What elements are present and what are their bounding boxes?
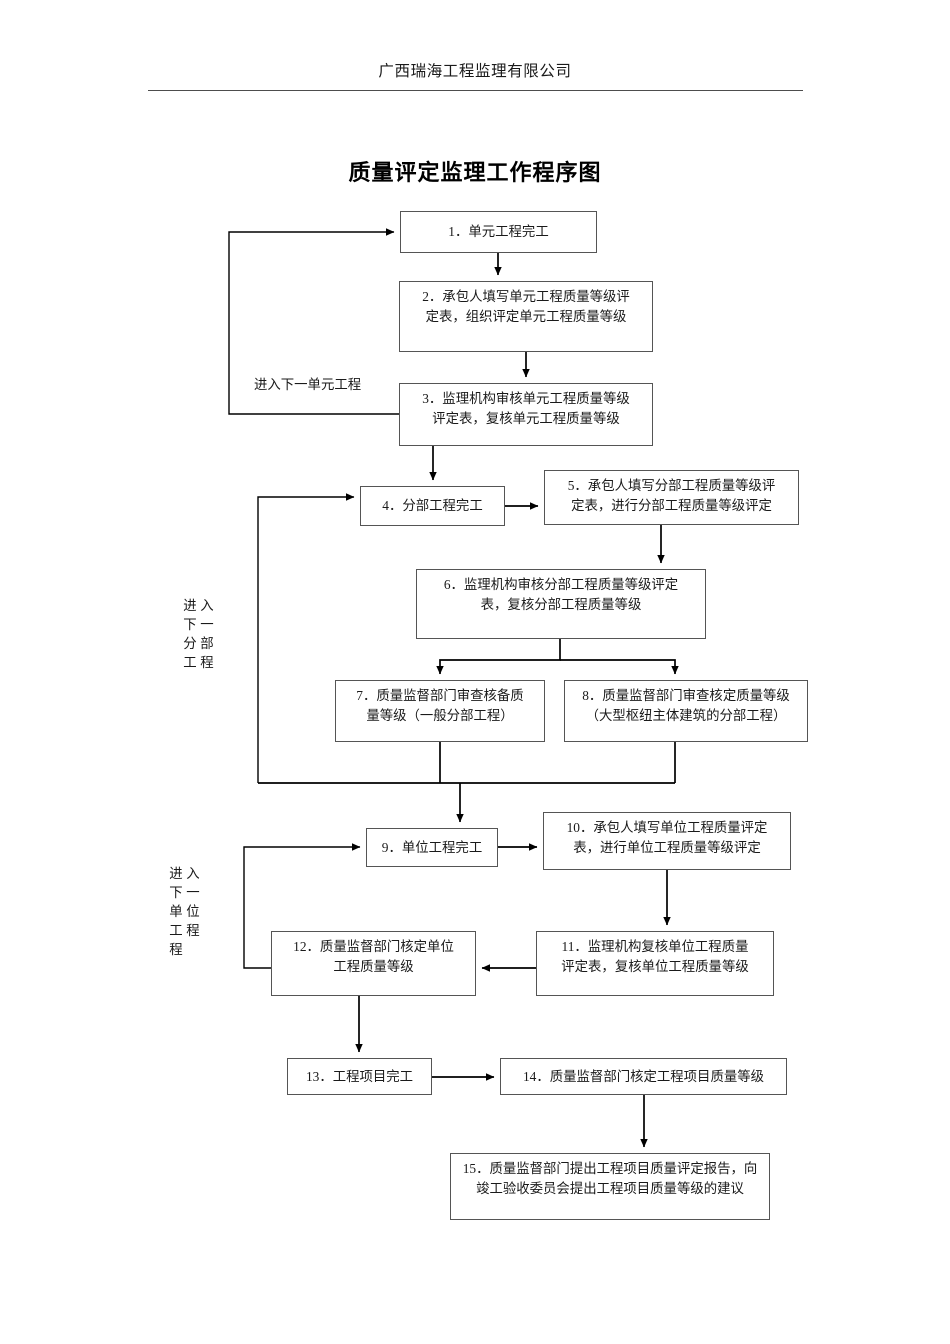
edge-label-next-division-col-right: 入 一 部 程 <box>200 598 214 670</box>
flow-node-1[interactable]: 1．单元工程完工 <box>400 211 597 253</box>
edge-n6-n8 <box>560 659 679 675</box>
flow-node-10[interactable]: 10．承包人填写单位工程质量评定 表，进行单位工程质量等级评定 <box>543 812 791 870</box>
document-header: 广西瑞海工程监理有限公司 <box>0 62 950 82</box>
edge-n3-n1-feedback <box>228 228 399 415</box>
edge-label-next-item-col-right: 入 一 位 程 <box>186 866 200 938</box>
flow-node-14-label: 14．质量监督部门核定工程项目质量等级 <box>522 1068 765 1084</box>
flow-node-8-label: 8．质量监督部门审查核定质量等级 （大型枢纽主体建筑的分部工程） <box>582 688 790 723</box>
flow-node-5[interactable]: 5．承包人填写分部工程质量等级评 定表，进行分部工程质量等级评定 <box>544 470 799 525</box>
flow-node-3-label: 3．监理机构审核单元工程质量等级 评定表，复核单元工程质量等级 <box>422 391 630 426</box>
flow-node-9[interactable]: 9．单位工程完工 <box>366 828 498 867</box>
edge-label-next-division-col-left: 进 下 分 工 <box>183 598 197 670</box>
flow-node-11-label: 11．监理机构复核单位工程质量 评定表，复核单位工程质量等级 <box>561 939 749 974</box>
flow-node-4[interactable]: 4．分部工程完工 <box>360 486 505 526</box>
edge-label-next-division: 入 一 部 程 进 下 分 工 <box>182 596 215 672</box>
edge-n7-n4-feedback <box>257 493 355 783</box>
flow-node-9-label: 9．单位工程完工 <box>381 839 483 855</box>
flow-node-7-label: 7．质量监督部门审查核备质 量等级（一般分部工程） <box>356 688 524 723</box>
flow-node-13[interactable]: 13．工程项目完工 <box>287 1058 432 1095</box>
flow-node-2-label: 2．承包人填写单元工程质量等级评 定表，组织评定单元工程质量等级 <box>422 289 630 324</box>
company-name: 广西瑞海工程监理有限公司 <box>378 63 572 80</box>
flow-node-11[interactable]: 11．监理机构复核单位工程质量 评定表，复核单位工程质量等级 <box>536 931 774 996</box>
flow-node-12[interactable]: 12．质量监督部门核定单位 工程质量等级 <box>271 931 476 996</box>
edge-label-next-item: 入 一 位 程 进 下 单 工 程 <box>168 864 201 959</box>
edge-n6-n7 <box>436 639 561 675</box>
flow-node-14[interactable]: 14．质量监督部门核定工程项目质量等级 <box>500 1058 787 1095</box>
edge-n12-n9-feedback <box>243 843 361 969</box>
flow-node-5-label: 5．承包人填写分部工程质量等级评 定表，进行分部工程质量等级评定 <box>567 478 776 513</box>
flow-node-13-label: 13．工程项目完工 <box>305 1068 414 1084</box>
flow-node-6-label: 6．监理机构审核分部工程质量等级评定 表，复核分部工程质量等级 <box>443 577 679 612</box>
flow-node-7[interactable]: 7．质量监督部门审查核备质 量等级（一般分部工程） <box>335 680 545 742</box>
flow-node-15[interactable]: 15．质量监督部门提出工程项目质量评定报告，向 竣工验收委员会提出工程项目质量等… <box>450 1153 770 1220</box>
flow-node-2[interactable]: 2．承包人填写单元工程质量等级评 定表，组织评定单元工程质量等级 <box>399 281 653 352</box>
header-divider <box>148 90 803 91</box>
flow-node-8[interactable]: 8．质量监督部门审查核定质量等级 （大型枢纽主体建筑的分部工程） <box>564 680 808 742</box>
edge-label-next-item-col-left: 进 下 单 工 程 <box>169 866 183 957</box>
flow-node-3[interactable]: 3．监理机构审核单元工程质量等级 评定表，复核单元工程质量等级 <box>399 383 653 446</box>
flow-node-12-label: 12．质量监督部门核定单位 工程质量等级 <box>293 939 454 974</box>
flow-node-15-label: 15．质量监督部门提出工程项目质量评定报告，向 竣工验收委员会提出工程项目质量等… <box>462 1161 758 1196</box>
page-title: 质量评定监理工作程序图 <box>348 160 602 185</box>
flow-node-1-label: 1．单元工程完工 <box>448 224 549 239</box>
edge-label-next-unit: 进入下一单元工程 <box>254 377 362 392</box>
flow-node-6[interactable]: 6．监理机构审核分部工程质量等级评定 表，复核分部工程质量等级 <box>416 569 706 639</box>
flow-node-4-label: 4．分部工程完工 <box>382 498 483 513</box>
flow-node-10-label: 10．承包人填写单位工程质量评定 表，进行单位工程质量等级评定 <box>566 820 768 855</box>
